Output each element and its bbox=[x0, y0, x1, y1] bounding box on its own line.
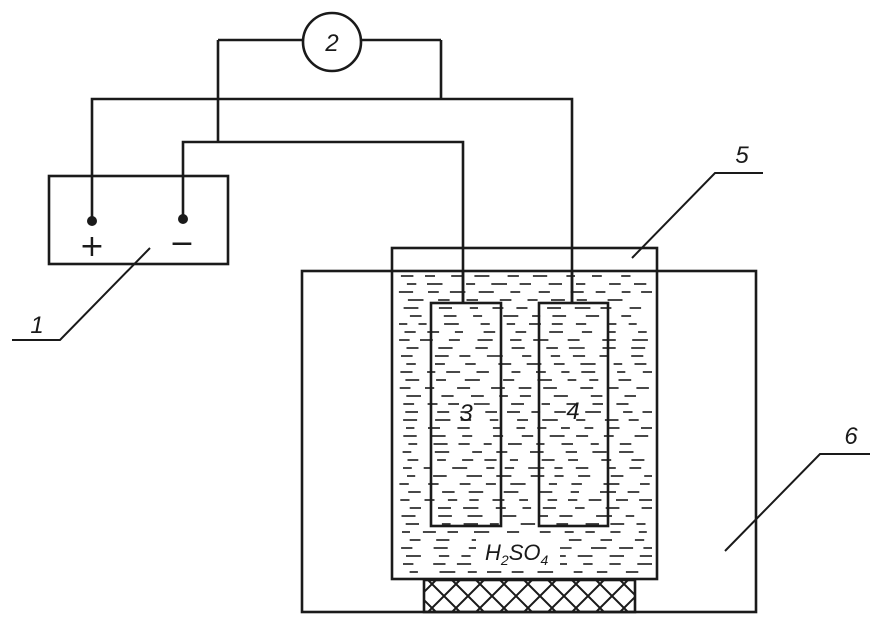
battery-leader-line bbox=[12, 247, 151, 341]
meter-circle bbox=[301, 11, 363, 73]
formula-so-subscript: 4 bbox=[540, 552, 548, 568]
negative-terminal bbox=[178, 214, 188, 224]
positive-wire bbox=[90, 97, 574, 303]
plus-sign: + bbox=[79, 229, 104, 264]
electrode-right-label: 4 bbox=[566, 398, 579, 425]
positive-terminal bbox=[87, 216, 97, 226]
bath-leader-line bbox=[724, 453, 870, 552]
meter: 2 bbox=[216, 11, 443, 142]
battery-label: 1 bbox=[30, 312, 43, 339]
vessel bbox=[390, 246, 659, 581]
battery: + − bbox=[47, 174, 230, 266]
electrolyte-formula: H2SO4 bbox=[485, 540, 548, 568]
formula-h: H bbox=[485, 540, 501, 565]
electrode-left-label: 3 bbox=[459, 400, 473, 427]
meter-label: 2 bbox=[324, 30, 338, 57]
battery-box bbox=[47, 174, 230, 266]
heater-pad bbox=[422, 578, 637, 614]
minus-sign: − bbox=[169, 226, 194, 261]
electrode-right bbox=[537, 301, 610, 528]
electrolyte-liquid bbox=[398, 275, 652, 573]
negative-wire bbox=[181, 140, 465, 303]
vessel-label: 5 bbox=[735, 142, 749, 169]
formula-backdrop bbox=[476, 536, 560, 568]
vessel-leader-line bbox=[631, 172, 763, 259]
bath-label: 6 bbox=[844, 423, 858, 450]
formula-h-subscript: 2 bbox=[500, 552, 509, 568]
electrode-left bbox=[429, 301, 503, 528]
formula-so: SO bbox=[509, 540, 541, 565]
